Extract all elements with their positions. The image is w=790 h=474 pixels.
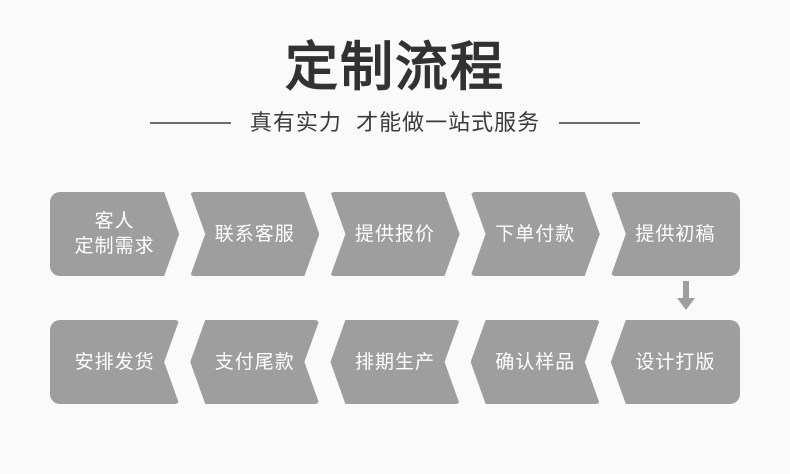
flow-step-label: 客人 定制需求 — [74, 211, 155, 257]
header: 定制流程 真有实力 才能做一站式服务 — [0, 0, 790, 136]
flow-step-8[interactable]: 排期生产 — [330, 320, 459, 404]
flow-step-1[interactable]: 客人 定制需求 — [50, 192, 179, 276]
flow-step-label: 联系客服 — [214, 223, 295, 245]
flow-step-3[interactable]: 提供报价 — [330, 192, 459, 276]
flow-step-10[interactable]: 安排发货 — [50, 320, 179, 404]
flow-step-label: 安排发货 — [74, 351, 155, 373]
flow-step-7[interactable]: 确认样品 — [471, 320, 600, 404]
flow-step-label: 设计打版 — [635, 351, 716, 373]
flow-step-label: 下单付款 — [495, 223, 576, 245]
flow-row-2: 安排发货 支付尾款 排期生产 确认样品 设计打版 — [50, 320, 741, 404]
flow-step-label: 支付尾款 — [214, 351, 295, 373]
flow-step-4[interactable]: 下单付款 — [471, 192, 600, 276]
flow-row-1: 客人 定制需求 联系客服 提供报价 下单付款 提供初稿 — [50, 192, 741, 276]
page-subtitle: 真有实力 才能做一站式服务 — [249, 110, 541, 135]
page-title: 定制流程 — [285, 38, 505, 97]
flow-step-6[interactable]: 设计打版 — [610, 320, 741, 404]
flow-step-label: 提供报价 — [355, 223, 436, 245]
flow-step-label: 排期生产 — [355, 351, 436, 373]
flow-step-2[interactable]: 联系客服 — [190, 192, 319, 276]
flow-step-9[interactable]: 支付尾款 — [190, 320, 319, 404]
right-rule-decoration — [559, 122, 641, 124]
arrow-down-icon — [676, 281, 696, 311]
subtitle-row: 真有实力 才能做一站式服务 — [0, 110, 790, 136]
flow-step-label: 确认样品 — [495, 351, 576, 373]
flow-step-5[interactable]: 提供初稿 — [610, 192, 741, 276]
left-rule-decoration — [149, 122, 231, 124]
flow-step-label: 提供初稿 — [635, 223, 716, 245]
